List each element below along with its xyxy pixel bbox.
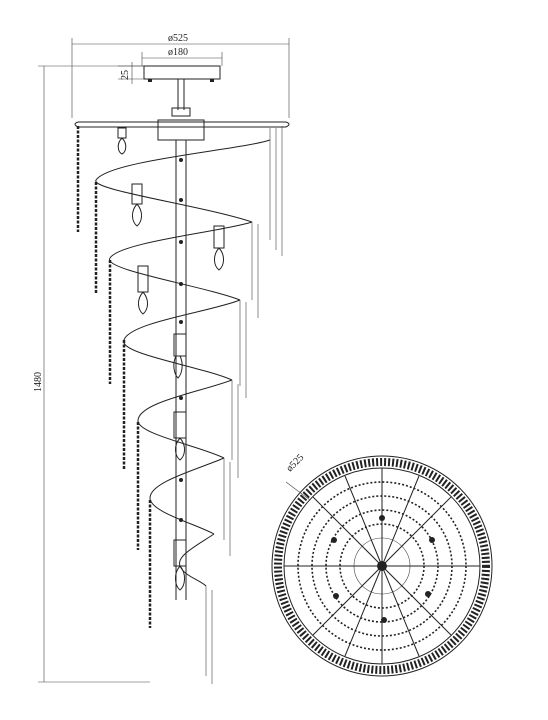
overall-diameter-label: ø525	[168, 33, 188, 44]
plan-diameter-label: ø525	[284, 452, 306, 474]
bead-strands-left	[76, 126, 152, 628]
bulb-icon	[213, 225, 225, 271]
canopy-height-dimension: 25	[118, 62, 150, 84]
overall-width-dimension: ø525	[71, 33, 290, 118]
outer-ring	[271, 455, 493, 677]
side-elevation	[74, 65, 290, 684]
bulb-icon	[131, 183, 143, 227]
plan-view: ø525	[271, 452, 493, 677]
overall-height-dimension: 1480	[33, 65, 150, 683]
bulb-icon	[117, 127, 127, 155]
candle-bulbs	[117, 127, 225, 591]
canopy-diameter-label: ø180	[168, 47, 188, 58]
canopy-height-label: 25	[120, 70, 131, 80]
stem-joints	[179, 158, 183, 522]
spiral-band	[95, 139, 271, 587]
bulb-icon	[173, 333, 187, 379]
bulb-icon	[137, 265, 149, 315]
canopy	[143, 65, 221, 80]
bulb-icon	[173, 411, 187, 461]
bulb-icon	[173, 539, 187, 591]
canopy-width-dimension: ø180	[141, 47, 223, 66]
overall-height-label: 1480	[33, 372, 44, 392]
plan-bulbs	[331, 515, 435, 623]
top-ring	[74, 119, 290, 141]
crystal-drops-right	[205, 126, 283, 684]
